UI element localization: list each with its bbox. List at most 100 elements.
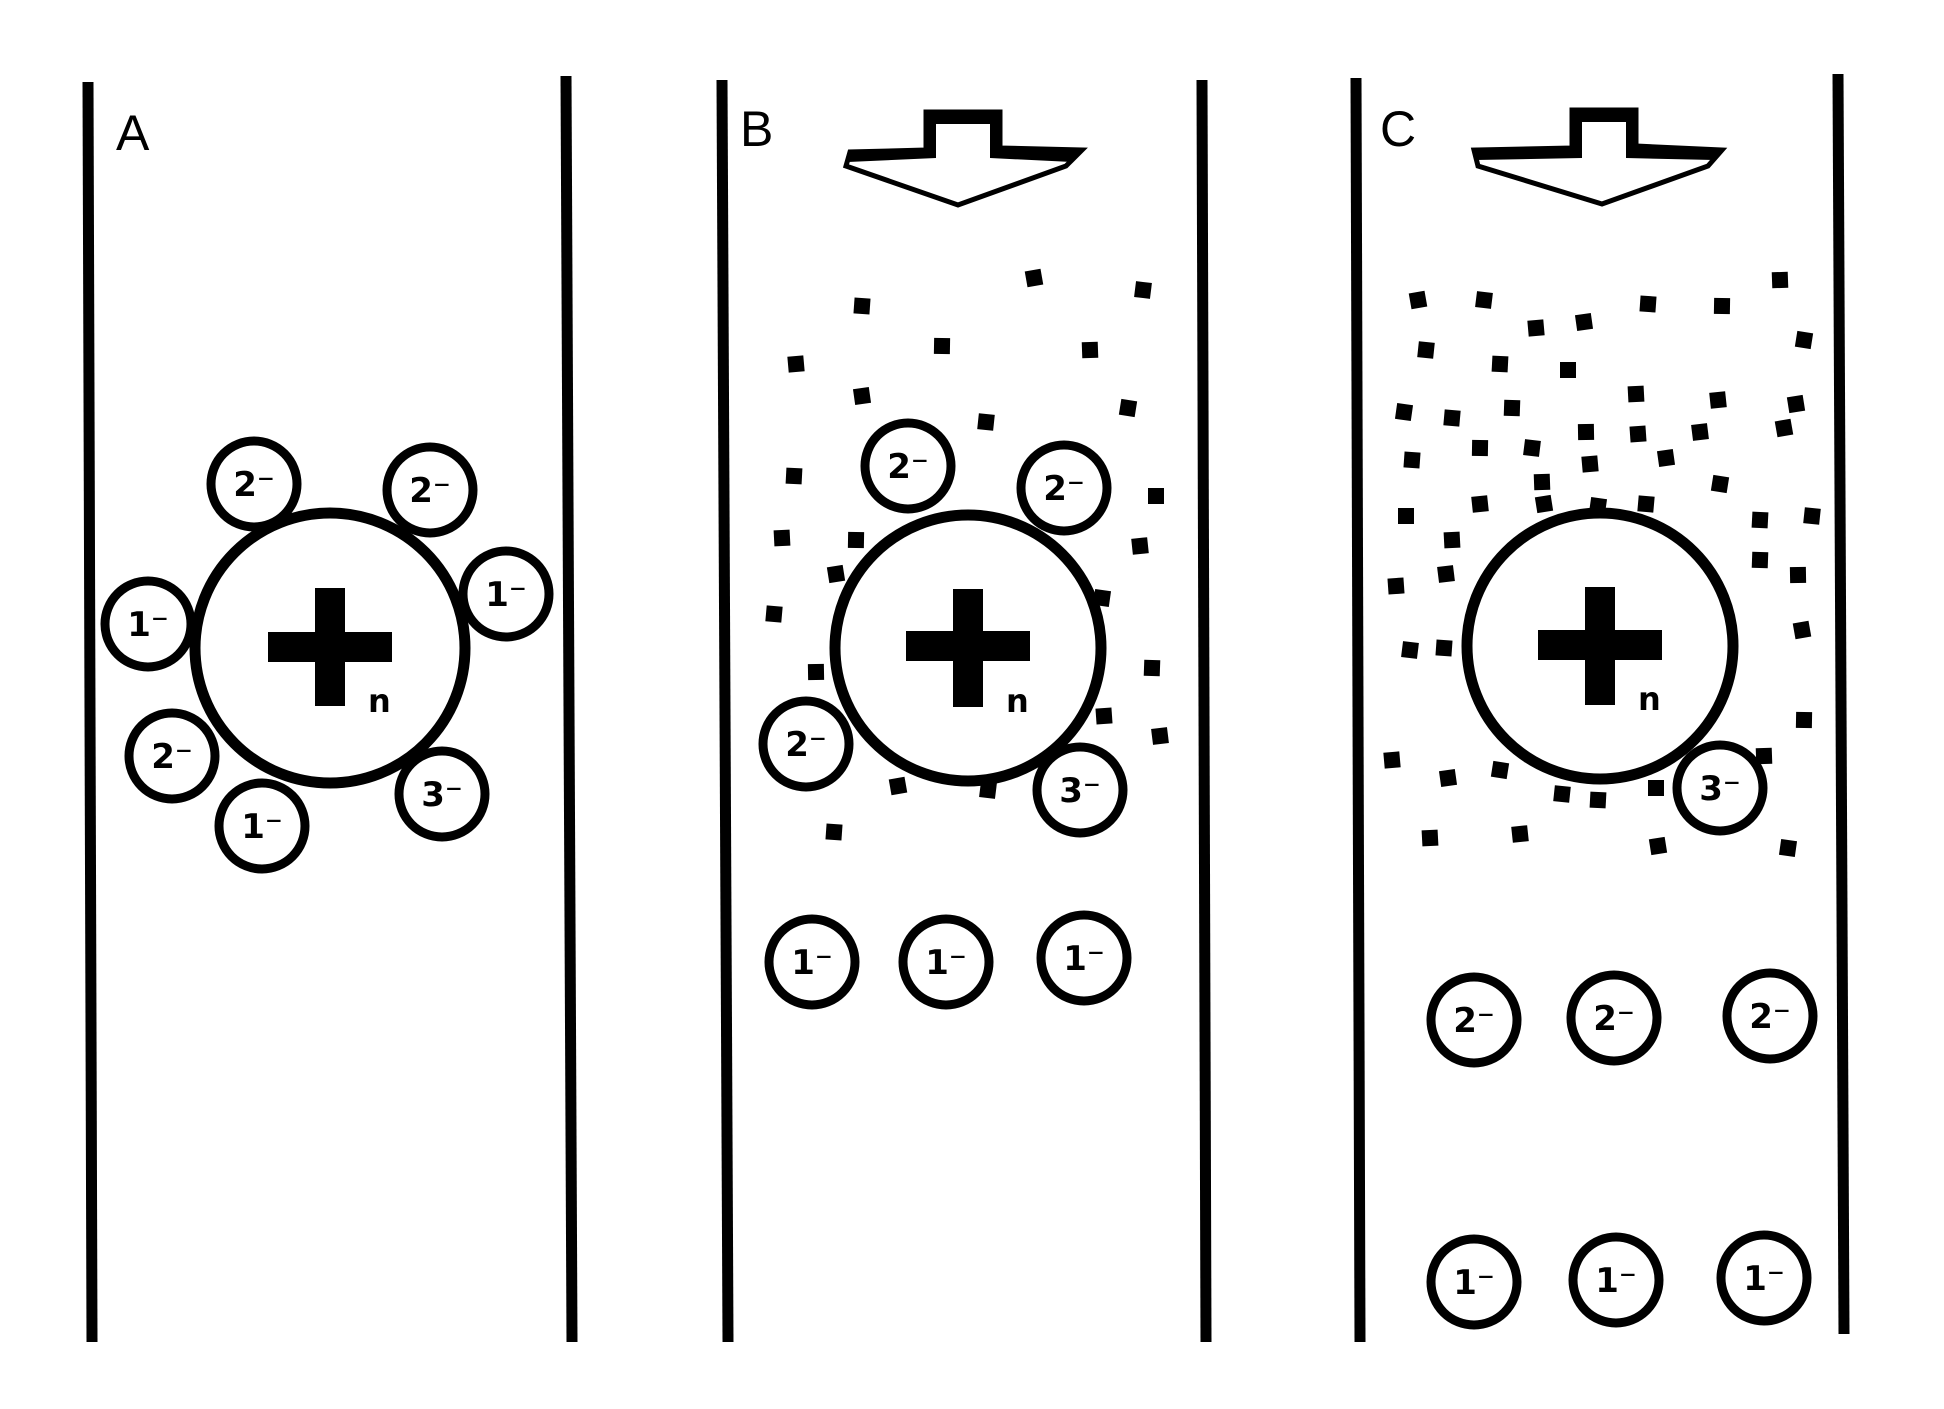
ion-circle	[898, 914, 994, 1010]
released-ion: 1⁻	[1426, 1234, 1522, 1330]
ion-charge-label: 2⁻	[233, 465, 275, 505]
down-arrow-icon	[1470, 107, 1728, 207]
macro-ion-subscript: n	[368, 682, 391, 720]
ion-charge-label: 2⁻	[785, 725, 827, 765]
ion-circle	[1716, 1230, 1812, 1326]
column-wall-left	[716, 79, 734, 1343]
ion-circle	[860, 418, 956, 514]
column-wall-right	[1832, 73, 1850, 1335]
salt-particle	[1475, 291, 1493, 309]
bound-ion: 3⁻	[1032, 742, 1128, 838]
ion-charge-label: 1⁻	[127, 605, 169, 645]
salt-particle	[1438, 768, 1458, 788]
ion-circle	[764, 914, 860, 1010]
salt-particle	[1471, 495, 1489, 513]
bound-ion: 2⁻	[1016, 440, 1112, 536]
bound-ion: 2⁻	[124, 708, 220, 804]
salt-particle	[825, 823, 843, 841]
plus-icon	[1538, 587, 1662, 705]
ion-circle	[1568, 1232, 1664, 1328]
salt-particle	[1577, 423, 1595, 441]
ion-circle	[382, 442, 478, 538]
salt-particle	[1574, 312, 1594, 332]
ion-circle	[758, 696, 854, 792]
salt-particle	[1786, 394, 1806, 414]
salt-particle	[1387, 577, 1405, 595]
ion-circle	[1426, 1234, 1522, 1330]
ion-charge-label: 2⁻	[1453, 1001, 1495, 1041]
ion-charge-label: 2⁻	[1749, 997, 1791, 1037]
salt-particle	[787, 355, 805, 373]
salt-particle	[933, 337, 951, 355]
salt-particle	[1398, 508, 1414, 524]
column-wall-left	[1350, 77, 1366, 1343]
down-arrow-icon	[842, 109, 1088, 208]
salt-particle	[1774, 418, 1794, 438]
salt-particle	[1627, 385, 1645, 403]
released-ion: 2⁻	[1722, 968, 1818, 1064]
ion-charge-label: 2⁻	[1593, 999, 1635, 1039]
salt-particle	[1778, 838, 1798, 858]
macro-ion-subscript: n	[1638, 680, 1661, 718]
salt-particle	[1637, 495, 1655, 513]
salt-particle	[1443, 531, 1461, 549]
salt-particle	[1024, 268, 1044, 288]
ion-charge-label: 1⁻	[1063, 939, 1105, 979]
salt-particle	[1534, 494, 1554, 514]
ion-circle	[1426, 972, 1522, 1068]
ion-circle	[214, 778, 310, 874]
released-ion: 1⁻	[764, 914, 860, 1010]
ion-circle	[394, 746, 490, 842]
salt-particle	[1771, 271, 1789, 289]
bound-ion: 3⁻	[1672, 740, 1768, 836]
column-wall-left	[82, 81, 98, 1343]
ion-charge-label: 2⁻	[1043, 469, 1085, 509]
ion-charge-label: 1⁻	[925, 943, 967, 983]
panel-label: B	[740, 101, 773, 157]
ion-circle	[1672, 740, 1768, 836]
released-ion: 1⁻	[898, 914, 994, 1010]
ion-charge-label: 2⁻	[409, 471, 451, 511]
salt-particle	[1553, 785, 1571, 803]
salt-particle	[1751, 551, 1769, 569]
salt-particle	[1421, 829, 1439, 847]
bound-ion: 1⁻	[214, 778, 310, 874]
ion-circle	[124, 708, 220, 804]
salt-particle	[1131, 537, 1149, 555]
column-wall-right	[560, 75, 578, 1343]
panel-c: C n 3⁻ 2⁻ 2⁻ 2⁻	[1350, 73, 1850, 1343]
salt-particle	[1656, 448, 1676, 468]
salt-particle	[847, 531, 865, 549]
salt-particle	[765, 605, 783, 623]
plus-icon	[268, 588, 392, 706]
salt-particle	[977, 413, 995, 431]
salt-particle	[807, 663, 825, 681]
panel-label: C	[1380, 101, 1416, 157]
salt-particle	[1709, 391, 1727, 409]
released-ion: 1⁻	[1716, 1230, 1812, 1326]
salt-particle	[853, 297, 871, 315]
bound-ion: 1⁻	[458, 546, 554, 642]
released-ion: 1⁻	[1036, 910, 1132, 1006]
macro-ion-subscript: n	[1006, 682, 1029, 720]
salt-particle	[1794, 330, 1814, 350]
bound-ion: 2⁻	[382, 442, 478, 538]
salt-particle	[1751, 511, 1769, 529]
plus-icon	[906, 589, 1030, 707]
macro-ion: n	[829, 509, 1107, 787]
released-ion: 1⁻	[1568, 1232, 1664, 1328]
bound-ion: 2⁻	[860, 418, 956, 514]
salt-particle	[1560, 362, 1576, 378]
salt-particle	[888, 776, 908, 796]
ion-charge-label: 2⁻	[151, 737, 193, 777]
salt-particle	[852, 386, 872, 406]
salt-particles	[765, 268, 1169, 841]
salt-particle	[1691, 423, 1709, 441]
salt-particle	[1639, 295, 1657, 313]
salt-particle	[1383, 751, 1401, 769]
ion-circle	[1722, 968, 1818, 1064]
salt-particle	[1081, 341, 1099, 359]
ion-charge-label: 1⁻	[1743, 1259, 1785, 1299]
ion-circle	[206, 436, 302, 532]
